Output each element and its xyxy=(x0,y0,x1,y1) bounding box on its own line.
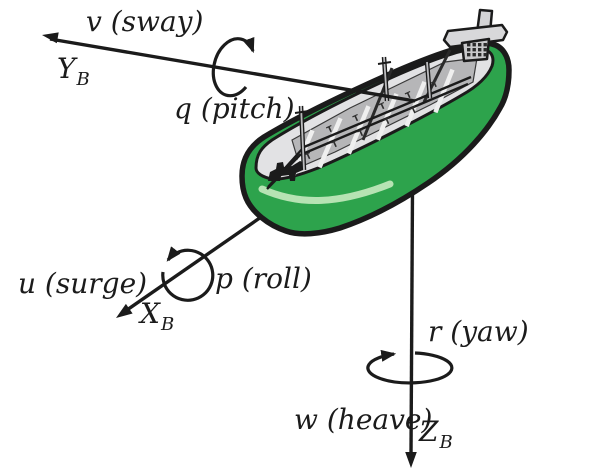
masts xyxy=(294,56,433,171)
heave-axis-symbol: Z xyxy=(418,415,439,448)
hatch-cleats: T T T T T T T T T T xyxy=(304,79,440,163)
hatch-cleat: T xyxy=(331,139,341,151)
bridge-wings xyxy=(442,23,509,49)
heave-axis-label: ZB xyxy=(418,415,453,453)
superstructure xyxy=(442,8,509,63)
pitch-label: q (pitch) xyxy=(174,92,295,125)
surge-label: u (surge) xyxy=(18,267,147,300)
hatch-cleat: T xyxy=(357,128,367,140)
heave-axis-subscript: B xyxy=(438,432,452,453)
bridge-windows xyxy=(467,43,487,57)
sway-arrowhead xyxy=(42,32,59,44)
surge-axis-label: XB xyxy=(138,297,174,335)
roll-label: p (roll) xyxy=(215,262,312,295)
bow-inner-stripe xyxy=(258,180,394,204)
yaw-label: r (yaw) xyxy=(428,315,529,348)
hatch-cleat: T xyxy=(378,101,388,113)
heave-arrowhead xyxy=(405,452,417,468)
sway-axis-line xyxy=(49,37,416,103)
roll-rotation-arrow xyxy=(161,246,215,302)
sway-axis-symbol: Y xyxy=(57,52,78,85)
surge-axis-subscript: B xyxy=(160,314,174,335)
sway-axis-label: YB xyxy=(57,52,90,90)
hatch-cleat: T xyxy=(404,90,414,102)
hatch-cleat: T xyxy=(383,116,393,128)
bow-winch xyxy=(268,161,305,181)
hatch-cleat: T xyxy=(326,124,336,136)
hatch-cleat: T xyxy=(352,113,362,125)
sway-axis-subscript: B xyxy=(75,69,89,90)
surge-arrowhead xyxy=(116,303,133,318)
sway-axis-arrow xyxy=(42,32,416,103)
hatch-cleat: T xyxy=(304,151,314,163)
hatch-cleat: T xyxy=(431,79,441,91)
surge-axis-symbol: X xyxy=(138,297,161,330)
yaw-rotation-arrow xyxy=(366,349,454,385)
sway-label: v (sway) xyxy=(86,5,203,38)
pitch-rotation-arrow xyxy=(211,36,255,98)
hatch-cleat: T xyxy=(409,105,419,117)
heave-label: w (heave) xyxy=(294,403,432,436)
